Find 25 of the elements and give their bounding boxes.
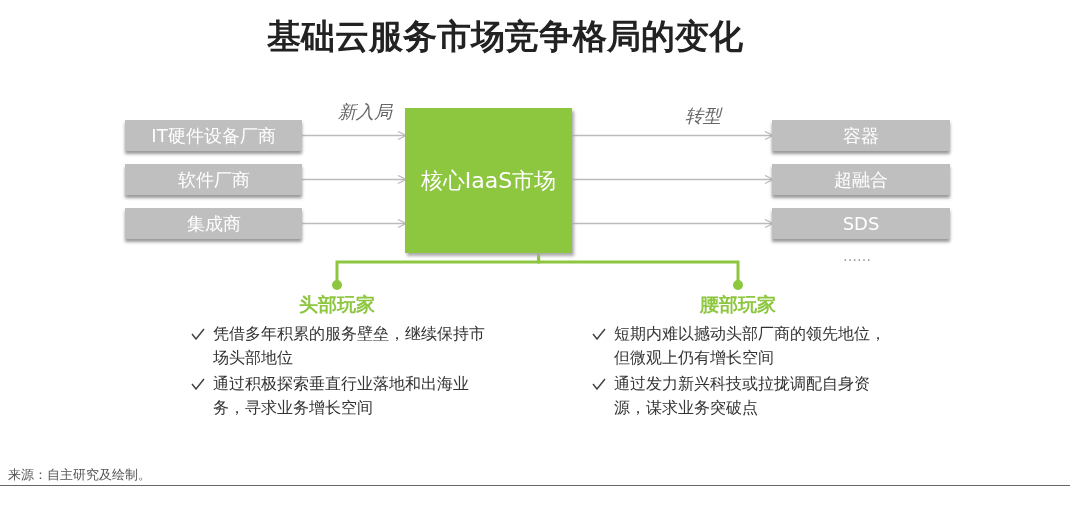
arrow	[571, 174, 774, 185]
arrow	[301, 174, 407, 185]
process-box: IT硬件设备厂商	[125, 120, 302, 151]
title: 基础云服务市场竞争格局的变化	[266, 15, 744, 58]
ellipsis-text: ……	[843, 248, 871, 264]
process-box: 集成商	[125, 208, 302, 239]
source-note: 来源：自主研究及绘制。	[8, 466, 151, 484]
bullet-text: 凭借多年积累的服务壁垒，继续保持市场头部地位	[213, 324, 485, 367]
player-heading: 腰部玩家	[700, 292, 776, 317]
process-box: 超融合	[772, 164, 950, 195]
process-box: 软件厂商	[125, 164, 302, 195]
player-heading: 头部玩家	[299, 292, 375, 317]
arrow	[301, 218, 407, 229]
annotation-text: 转型	[685, 104, 721, 128]
bullet-text: 通过积极探索垂直行业落地和出海业务，寻求业务增长空间	[213, 374, 469, 417]
process-box: 容器	[772, 120, 950, 151]
process-box: SDS	[772, 208, 950, 239]
arrow	[301, 130, 407, 141]
connector-line	[537, 253, 743, 290]
arrow	[571, 130, 774, 141]
market-box: 核心IaaS市场	[405, 108, 572, 253]
arrow	[571, 218, 774, 229]
bullet-text: 通过发力新兴科技或拉拢调配自身资源，谋求业务突破点	[614, 374, 870, 417]
annotation-text: 新入局	[338, 100, 392, 124]
bullet-text: 短期内难以撼动头部厂商的领先地位，但微观上仍有增长空间	[614, 324, 886, 367]
